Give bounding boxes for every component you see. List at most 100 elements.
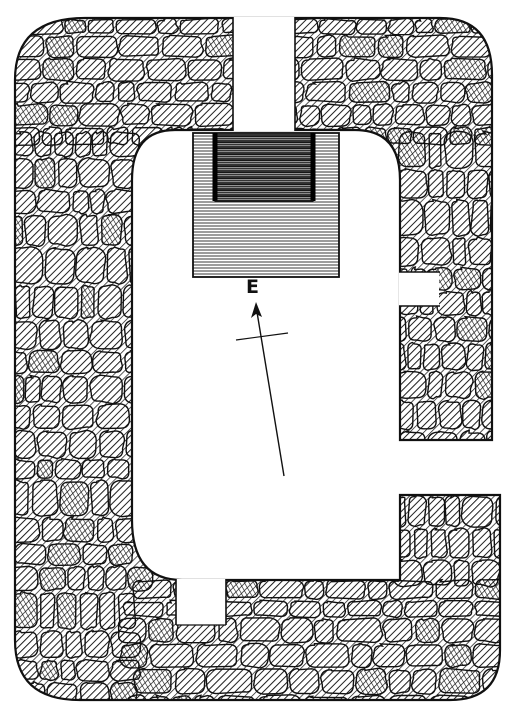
- stone-block: [354, 667, 389, 696]
- stone-block: [89, 479, 110, 517]
- stone-block: [371, 643, 406, 668]
- stone-block: [33, 130, 53, 158]
- stone-block: [15, 58, 42, 81]
- stone-block: [53, 130, 75, 158]
- stone-block: [426, 430, 459, 462]
- stone-block: [91, 350, 124, 374]
- stone-block: [268, 643, 306, 668]
- stone-block: [377, 34, 404, 59]
- stone-block: [74, 130, 92, 158]
- stone-block: [117, 617, 147, 644]
- stone-block: [64, 18, 87, 35]
- stone-block: [135, 81, 172, 103]
- stone-block: [288, 667, 320, 695]
- stone-block: [38, 659, 60, 682]
- stone-block: [15, 479, 29, 516]
- stone-block: [240, 642, 270, 669]
- stone-block: [388, 694, 427, 700]
- stone-block: [42, 57, 75, 82]
- stone-block: [372, 102, 395, 126]
- stone-block: [493, 34, 500, 58]
- stone-block: [453, 266, 482, 291]
- stone-block: [440, 81, 466, 104]
- stone-block: [471, 642, 500, 668]
- stone-block: [405, 644, 444, 667]
- stone-block: [119, 102, 151, 126]
- stone-block: [97, 284, 123, 321]
- stone-block: [451, 198, 471, 238]
- stone-block: [109, 131, 141, 158]
- stone-block: [119, 642, 149, 669]
- opening-right: [399, 272, 439, 306]
- stone-block: [205, 668, 253, 695]
- stone-block: [427, 168, 444, 198]
- stone-block: [39, 630, 64, 659]
- stone-block: [444, 371, 474, 400]
- stone-block: [81, 458, 106, 479]
- stone-block: [107, 57, 146, 82]
- stone-block: [109, 479, 143, 518]
- stone-block: [106, 246, 129, 285]
- stone-block: [407, 341, 422, 370]
- stone-block: [24, 374, 41, 403]
- stone-block: [124, 349, 150, 376]
- stone-block: [469, 199, 490, 237]
- stone-block: [493, 527, 500, 559]
- stone-block: [23, 214, 47, 248]
- stone-block: [320, 103, 352, 128]
- stone-block: [47, 213, 79, 247]
- stone-block: [98, 591, 116, 631]
- stone-block: [437, 599, 474, 618]
- opening-top: [233, 17, 295, 131]
- stone-block: [300, 57, 344, 82]
- stone-block: [31, 285, 55, 320]
- stone-block: [480, 398, 500, 431]
- stone-block: [125, 429, 147, 459]
- stone-block: [105, 188, 139, 215]
- stone-block: [36, 459, 54, 479]
- stone-block: [256, 694, 304, 700]
- stone-block: [485, 430, 500, 463]
- stone-block: [124, 694, 148, 700]
- stone-block: [335, 126, 364, 147]
- stone-block: [65, 630, 83, 659]
- stone-block: [305, 643, 350, 668]
- stone-block: [453, 559, 470, 587]
- stone-block: [44, 246, 76, 285]
- stone-block: [15, 189, 37, 215]
- stone-block: [444, 643, 473, 669]
- stone-block: [389, 342, 407, 371]
- stone-block: [215, 694, 255, 700]
- stone-block: [68, 429, 97, 460]
- stone-block: [394, 104, 426, 126]
- stone-block: [348, 80, 391, 103]
- stone-block: [465, 343, 485, 372]
- stone-block: [252, 668, 289, 695]
- stone-block: [99, 429, 126, 459]
- stone-block: [346, 599, 383, 617]
- stone-block: [474, 370, 500, 401]
- stone-block: [444, 494, 461, 528]
- stone-block: [405, 34, 451, 59]
- compass-label: E: [246, 276, 259, 298]
- stone-block: [456, 315, 488, 342]
- stone-block: [15, 404, 32, 430]
- stone-block: [15, 349, 29, 375]
- stone-block: [88, 188, 106, 215]
- stone-block: [31, 479, 59, 517]
- stone-block: [472, 527, 493, 559]
- stone-block: [15, 516, 41, 544]
- stone-block: [397, 130, 427, 168]
- stone-block: [179, 18, 219, 35]
- stair-pit: [192, 132, 340, 278]
- stone-block: [313, 617, 334, 644]
- stone-block: [46, 681, 78, 700]
- stone-block: [54, 457, 82, 480]
- stone-block: [465, 289, 483, 317]
- stone-block: [427, 496, 446, 527]
- stone-block: [38, 567, 67, 592]
- stone-block: [411, 81, 440, 104]
- stone-block: [96, 516, 115, 544]
- stone-block: [379, 57, 419, 82]
